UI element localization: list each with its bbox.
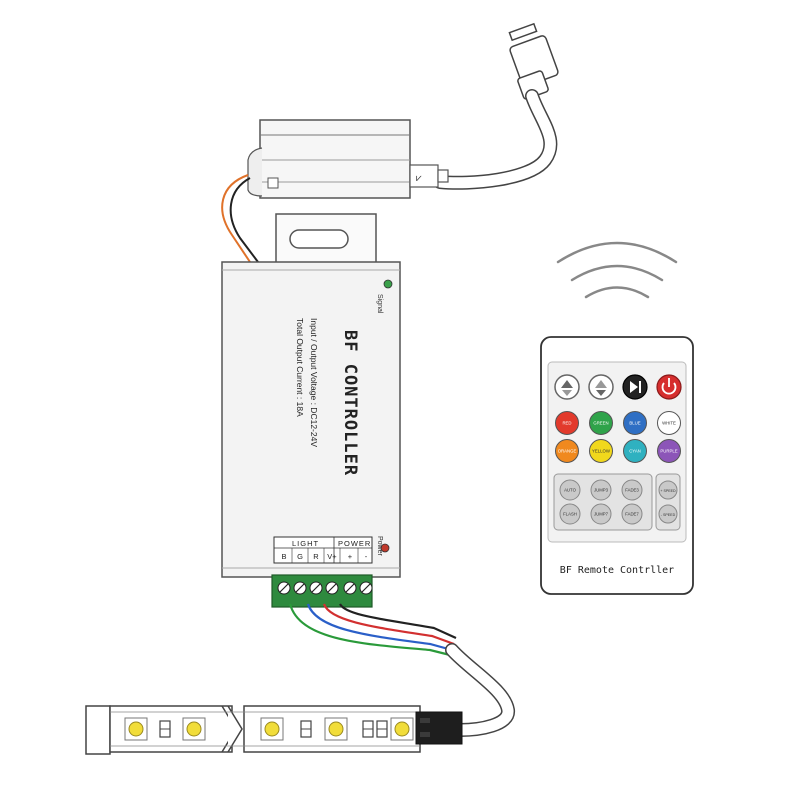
mode-button-label: JUMP3 bbox=[594, 488, 609, 493]
strip-led bbox=[260, 717, 284, 741]
ac-plug bbox=[508, 22, 559, 100]
strip-connector bbox=[415, 711, 463, 745]
terminal-pin-label: - bbox=[365, 552, 368, 561]
brightness-up-button[interactable] bbox=[554, 374, 580, 400]
signal-led bbox=[383, 279, 393, 289]
terminal-block bbox=[271, 574, 373, 608]
strip-resistor bbox=[159, 720, 171, 738]
controller-voltage-text: Input / Output Voltage : DC12-24V bbox=[309, 318, 319, 447]
power-led-label: Power bbox=[376, 536, 383, 557]
color-button-white[interactable]: WHITE bbox=[657, 411, 681, 435]
terminal-light-label: LIGHT bbox=[292, 539, 319, 548]
strip-led bbox=[390, 717, 414, 741]
mode-button-label: AUTO bbox=[564, 488, 577, 493]
controller-current-text: Total Output Current : 18A bbox=[295, 318, 305, 417]
dc-wire-black bbox=[229, 177, 259, 263]
mode-button-label: FLASH bbox=[563, 512, 577, 517]
mode-button-auto[interactable]: AUTO bbox=[559, 479, 581, 501]
strip-led bbox=[324, 717, 348, 741]
wire-black bbox=[339, 603, 457, 640]
remote-top-row bbox=[554, 374, 682, 400]
terminal-power-label: POWER bbox=[338, 539, 371, 548]
color-button-label: YELLOW bbox=[592, 449, 611, 454]
terminal-pin-label: R bbox=[313, 552, 319, 561]
terminal-pin-label: V+ bbox=[327, 552, 337, 561]
strip-resistor bbox=[362, 720, 374, 738]
terminal-pin-label: B bbox=[281, 552, 286, 561]
strip-resistor bbox=[300, 720, 312, 738]
speed-up-button[interactable]: + SPEED bbox=[658, 480, 678, 500]
speed-up-label: + SPEED bbox=[660, 489, 676, 493]
color-button-label: PURPLE bbox=[660, 449, 677, 454]
dc-wire-red bbox=[221, 174, 251, 263]
controller: Signal Power BF CONTROLLER Input / Outpu… bbox=[221, 213, 401, 578]
led-strip bbox=[85, 705, 463, 755]
mode-button-label: FADE3 bbox=[625, 488, 639, 493]
mode-button-fade7[interactable]: FADE7 bbox=[621, 503, 643, 525]
power-adapter: ⩗ bbox=[247, 22, 559, 199]
terminal-pin-label: + bbox=[348, 552, 353, 561]
color-button-label: CYAN bbox=[629, 449, 641, 454]
mode-button-flash[interactable]: FLASH bbox=[559, 503, 581, 525]
brightness-down-button[interactable] bbox=[588, 374, 614, 400]
wire-green bbox=[288, 603, 451, 657]
color-button-purple[interactable]: PURPLE bbox=[657, 439, 681, 463]
color-button-label: ORANGE bbox=[558, 449, 577, 454]
mode-button-label: FADE7 bbox=[625, 512, 639, 517]
rf-signal-waves bbox=[556, 241, 678, 299]
terminal-pin-label: G bbox=[297, 552, 303, 561]
terminal-screw bbox=[343, 581, 357, 595]
remote-caption: BF Remote Contrller bbox=[560, 565, 674, 576]
play-pause-button[interactable] bbox=[622, 374, 648, 400]
color-button-label: GREEN bbox=[593, 421, 608, 426]
color-button-yellow[interactable]: YELLOW bbox=[589, 439, 613, 463]
strip-led bbox=[124, 717, 148, 741]
terminal-screw bbox=[325, 581, 339, 595]
adapter-body bbox=[259, 119, 411, 199]
signal-label: Signal bbox=[376, 294, 383, 314]
svg-text:⩗: ⩗ bbox=[416, 173, 422, 184]
controller-title: BF CONTROLLER bbox=[340, 330, 360, 476]
color-button-orange[interactable]: ORANGE bbox=[555, 439, 579, 463]
terminal-screw bbox=[359, 581, 373, 595]
terminal-screw bbox=[309, 581, 323, 595]
speed-down-button[interactable]: - SPEED bbox=[658, 504, 678, 524]
mode-button-fade3[interactable]: FADE3 bbox=[621, 479, 643, 501]
strip-end-cap bbox=[85, 705, 111, 755]
power-led bbox=[380, 543, 390, 553]
terminal-screw bbox=[293, 581, 307, 595]
color-button-blue[interactable]: BLUE bbox=[623, 411, 647, 435]
mode-button-jump7[interactable]: JUMP7 bbox=[590, 503, 612, 525]
speed-down-label: - SPEED bbox=[661, 513, 676, 517]
color-button-cyan[interactable]: CYAN bbox=[623, 439, 647, 463]
power-button[interactable] bbox=[656, 374, 682, 400]
strip-resistor bbox=[376, 720, 388, 738]
strip-wires bbox=[288, 603, 457, 657]
mode-button-label: JUMP7 bbox=[594, 512, 609, 517]
color-button-label: RED bbox=[562, 421, 571, 426]
wire-blue bbox=[306, 603, 453, 652]
wire-red bbox=[322, 603, 455, 646]
strip-led bbox=[182, 717, 206, 741]
color-button-label: BLUE bbox=[629, 421, 640, 426]
color-button-green[interactable]: GREEN bbox=[589, 411, 613, 435]
color-button-red[interactable]: RED bbox=[555, 411, 579, 435]
remote-color-buttons: RED GREEN BLUE WHITE ORANGE YELLOW CYAN PURPLE bbox=[555, 411, 681, 463]
mode-button-jump3[interactable]: JUMP3 bbox=[590, 479, 612, 501]
terminal-screw bbox=[277, 581, 291, 595]
terminal-label-block: LIGHT POWER B G R V+ + - bbox=[273, 536, 373, 564]
color-button-label: WHITE bbox=[662, 421, 676, 426]
